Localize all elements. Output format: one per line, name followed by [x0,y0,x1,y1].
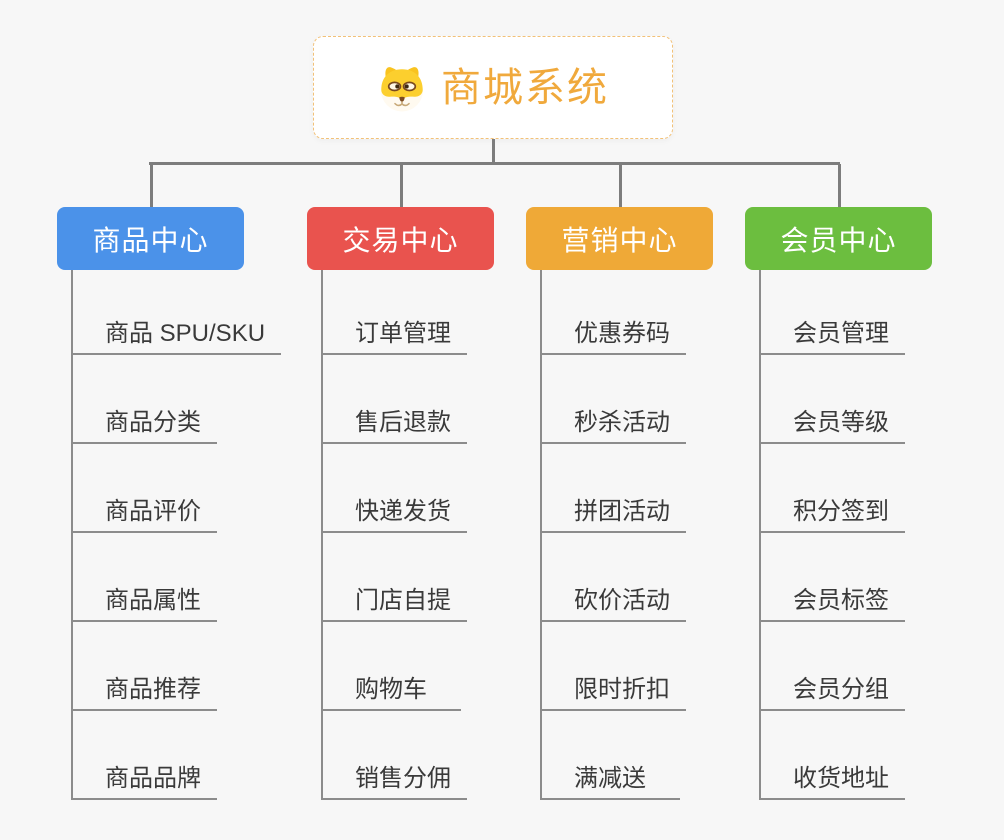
leaf-label: 满减送 [574,765,646,792]
dog-face-icon [377,63,427,113]
leaf-node[interactable]: 商品分类 [71,355,217,444]
leaf-node[interactable]: 会员标签 [759,533,905,622]
leaf-node[interactable]: 会员管理 [759,270,905,355]
root-title: 商城系统 [441,65,609,110]
leaf-node[interactable]: 秒杀活动 [540,355,686,444]
leaf-label: 会员等级 [793,409,889,436]
leaf-node[interactable]: 满减送 [540,711,680,800]
leaf-node[interactable]: 优惠券码 [540,270,686,355]
leaf-node[interactable]: 购物车 [321,622,461,711]
leaf-label: 售后退款 [355,409,451,436]
branch-children: 订单管理售后退款快递发货门店自提购物车销售分佣 [321,270,467,800]
branch-node-2[interactable]: 交易中心 [307,207,494,270]
leaf-label: 快递发货 [355,498,451,525]
leaf-node[interactable]: 收货地址 [759,711,905,800]
leaf-label: 订单管理 [355,320,451,347]
leaf-label: 销售分佣 [355,765,451,792]
leaf-label: 商品 SPU/SKU [105,320,266,347]
branch-children: 商品 SPU/SKU 商品分类商品评价商品属性商品推荐商品品牌 [71,270,282,800]
leaf-node[interactable]: 售后退款 [321,355,467,444]
leaf-node[interactable]: 门店自提 [321,533,467,622]
leaf-node[interactable]: 商品推荐 [71,622,217,711]
connector-branch-drop [400,164,403,207]
leaf-label: 购物车 [355,676,427,703]
leaf-node[interactable]: 限时折扣 [540,622,686,711]
branch-children: 会员管理会员等级积分签到会员标签会员分组收货地址 [759,270,905,800]
connector-branch-drop [150,164,153,207]
leaf-label: 会员标签 [793,587,889,614]
connector-root-stub [492,139,495,163]
leaf-label: 限时折扣 [574,676,670,703]
leaf-label: 商品品牌 [105,765,201,792]
leaf-label: 会员管理 [793,320,889,347]
leaf-label: 商品分类 [105,409,201,436]
branch-label: 商品中心 [92,224,209,256]
leaf-label: 积分签到 [793,498,889,525]
branch-children: 优惠券码秒杀活动拼团活动砍价活动限时折扣满减送 [540,270,686,800]
leaf-label: 商品评价 [105,498,201,525]
branch-node-4[interactable]: 会员中心 [745,207,932,270]
leaf-node[interactable]: 销售分佣 [321,711,467,800]
leaf-node[interactable]: 商品品牌 [71,711,217,800]
leaf-node[interactable]: 订单管理 [321,270,467,355]
leaf-node[interactable]: 商品属性 [71,533,217,622]
branch-label: 营销中心 [561,224,678,256]
connector-horizontal-line [149,162,840,165]
root-node[interactable]: 商城系统 [313,36,673,139]
leaf-label: 拼团活动 [574,498,670,525]
leaf-node[interactable]: 砍价活动 [540,533,686,622]
leaf-node[interactable]: 商品 SPU/SKU [71,270,282,355]
connector-branch-drop [619,164,622,207]
leaf-node[interactable]: 拼团活动 [540,444,686,533]
branch-node-3[interactable]: 营销中心 [526,207,713,270]
branch-label: 会员中心 [780,224,897,256]
branch-node-1[interactable]: 商品中心 [57,207,244,270]
connector-branch-drop [838,164,841,207]
leaf-node[interactable]: 快递发货 [321,444,467,533]
leaf-label: 砍价活动 [574,587,670,614]
leaf-label: 门店自提 [355,587,451,614]
leaf-node[interactable]: 积分签到 [759,444,905,533]
leaf-node[interactable]: 商品评价 [71,444,217,533]
leaf-label: 收货地址 [793,765,889,792]
leaf-label: 会员分组 [793,676,889,703]
leaf-label: 商品推荐 [105,676,201,703]
leaf-node[interactable]: 会员分组 [759,622,905,711]
leaf-node[interactable]: 会员等级 [759,355,905,444]
leaf-label: 优惠券码 [574,320,670,347]
branch-label: 交易中心 [342,224,459,256]
leaf-label: 秒杀活动 [574,409,670,436]
leaf-label: 商品属性 [105,587,201,614]
